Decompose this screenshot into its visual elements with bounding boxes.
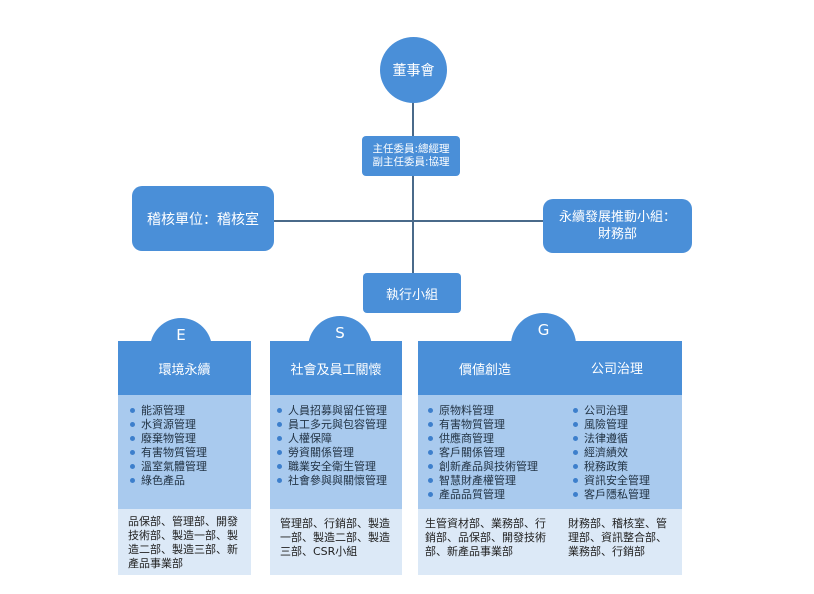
pillar-letter-g: G <box>537 321 550 339</box>
governance-header-group <box>418 341 682 395</box>
list-item: 水資源管理 <box>126 418 251 432</box>
board-label: 董事會 <box>392 63 435 79</box>
depts-text-value: 生管資材部、業務部、行銷部、品保部、開發技術部、新產品事業部 <box>425 517 546 558</box>
list-item: 經濟績效 <box>569 446 682 460</box>
column-title-environment: 環境永續 <box>158 362 211 378</box>
list-item: 人員招募與留任管理 <box>273 404 402 418</box>
promotion-node: 永續發展推動小組： 財務部 <box>543 199 692 253</box>
column-items-environment: 能源管理 水資源管理 廢棄物管理 有害物質管理 溫室氣體管理 綠色產品 <box>118 395 251 509</box>
column-depts-governance: 財務部、稽核室、管理部、資訊整合部、業務部、行銷部 <box>552 509 682 575</box>
list-item: 資訊安全管理 <box>569 474 682 488</box>
column-depts-environment: 品保部、管理部、開發技術部、製造一部、製造二部、製造三部、新產品事業部 <box>118 509 251 575</box>
column-header-governance: 公司治理 <box>552 341 682 393</box>
list-item: 職業安全衛生管理 <box>273 460 402 474</box>
list-item: 能源管理 <box>126 404 251 418</box>
pillar-letter-s: S <box>335 324 345 342</box>
column-header-value: 價値創造 <box>418 341 552 395</box>
list-item: 社會參與與關懷管理 <box>273 474 402 488</box>
list-item: 客戶隱私管理 <box>569 488 682 502</box>
list-item: 員工多元與包容管理 <box>273 418 402 432</box>
committee-chair: 主任委員:總經理 <box>372 143 450 155</box>
exec-label: 執行小組 <box>385 287 438 303</box>
list-item: 公司治理 <box>569 404 682 418</box>
list-item: 廢棄物管理 <box>126 432 251 446</box>
list-item: 稅務政策 <box>569 460 682 474</box>
column-title-social: 社會及員工關懷 <box>290 362 382 378</box>
column-items-governance: 公司治理 風險管理 法律遵循 經濟績效 稅務政策 資訊安全管理 客戶隱私管理 <box>552 395 682 509</box>
list-item: 產品品質管理 <box>424 488 552 502</box>
list-item: 客戶關係管理 <box>424 446 552 460</box>
list-item: 綠色產品 <box>126 474 251 488</box>
list-item: 創新產品與技術管理 <box>424 460 552 474</box>
promotion-line1: 永續發展推動小組： <box>558 210 676 225</box>
column-header-environment: 環境永續 <box>118 341 251 395</box>
list-item: 原物料管理 <box>424 404 552 418</box>
exec-node: 執行小組 <box>363 273 461 313</box>
committee-node: 主任委員:總經理 副主任委員:協理 <box>362 136 460 176</box>
list-item: 有害物質管理 <box>126 446 251 460</box>
list-item: 勞資關係管理 <box>273 446 402 460</box>
audit-node: 稽核單位：稽核室 <box>132 186 274 251</box>
depts-text-governance: 財務部、稽核室、管理部、資訊整合部、業務部、行銷部 <box>568 517 667 558</box>
list-item: 有害物質管理 <box>424 418 552 432</box>
list-item: 風險管理 <box>569 418 682 432</box>
column-title-value: 價値創造 <box>458 362 511 378</box>
list-item: 人權保障 <box>273 432 402 446</box>
promotion-line2: 財務部 <box>597 227 637 242</box>
depts-text-environment: 品保部、管理部、開發技術部、製造一部、製造二部、製造三部、新產品事業部 <box>128 515 238 570</box>
column-items-social: 人員招募與留任管理 員工多元與包容管理 人權保障 勞資關係管理 職業安全衛生管理… <box>270 395 402 509</box>
column-items-value: 原物料管理 有害物質管理 供應商管理 客戶關係管理 創新產品與技術管理 智慧財產… <box>418 395 552 509</box>
list-item: 供應商管理 <box>424 432 552 446</box>
list-item: 溫室氣體管理 <box>126 460 251 474</box>
depts-text-social: 管理部、行銷部、製造一部、製造二部、製造三部、CSR小組 <box>280 517 390 558</box>
committee-vice-chair: 副主任委員:協理 <box>372 156 450 168</box>
column-depts-value: 生管資材部、業務部、行銷部、品保部、開發技術部、新產品事業部 <box>418 509 552 575</box>
list-item: 法律遵循 <box>569 432 682 446</box>
audit-label: 稽核單位：稽核室 <box>147 211 259 228</box>
pillar-letter-e: E <box>176 326 186 344</box>
list-item: 智慧財產權管理 <box>424 474 552 488</box>
column-depts-social: 管理部、行銷部、製造一部、製造二部、製造三部、CSR小組 <box>270 509 402 575</box>
column-title-governance: 公司治理 <box>590 361 643 377</box>
column-header-social: 社會及員工關懷 <box>270 341 402 395</box>
board-node: 董事會 <box>380 37 447 103</box>
